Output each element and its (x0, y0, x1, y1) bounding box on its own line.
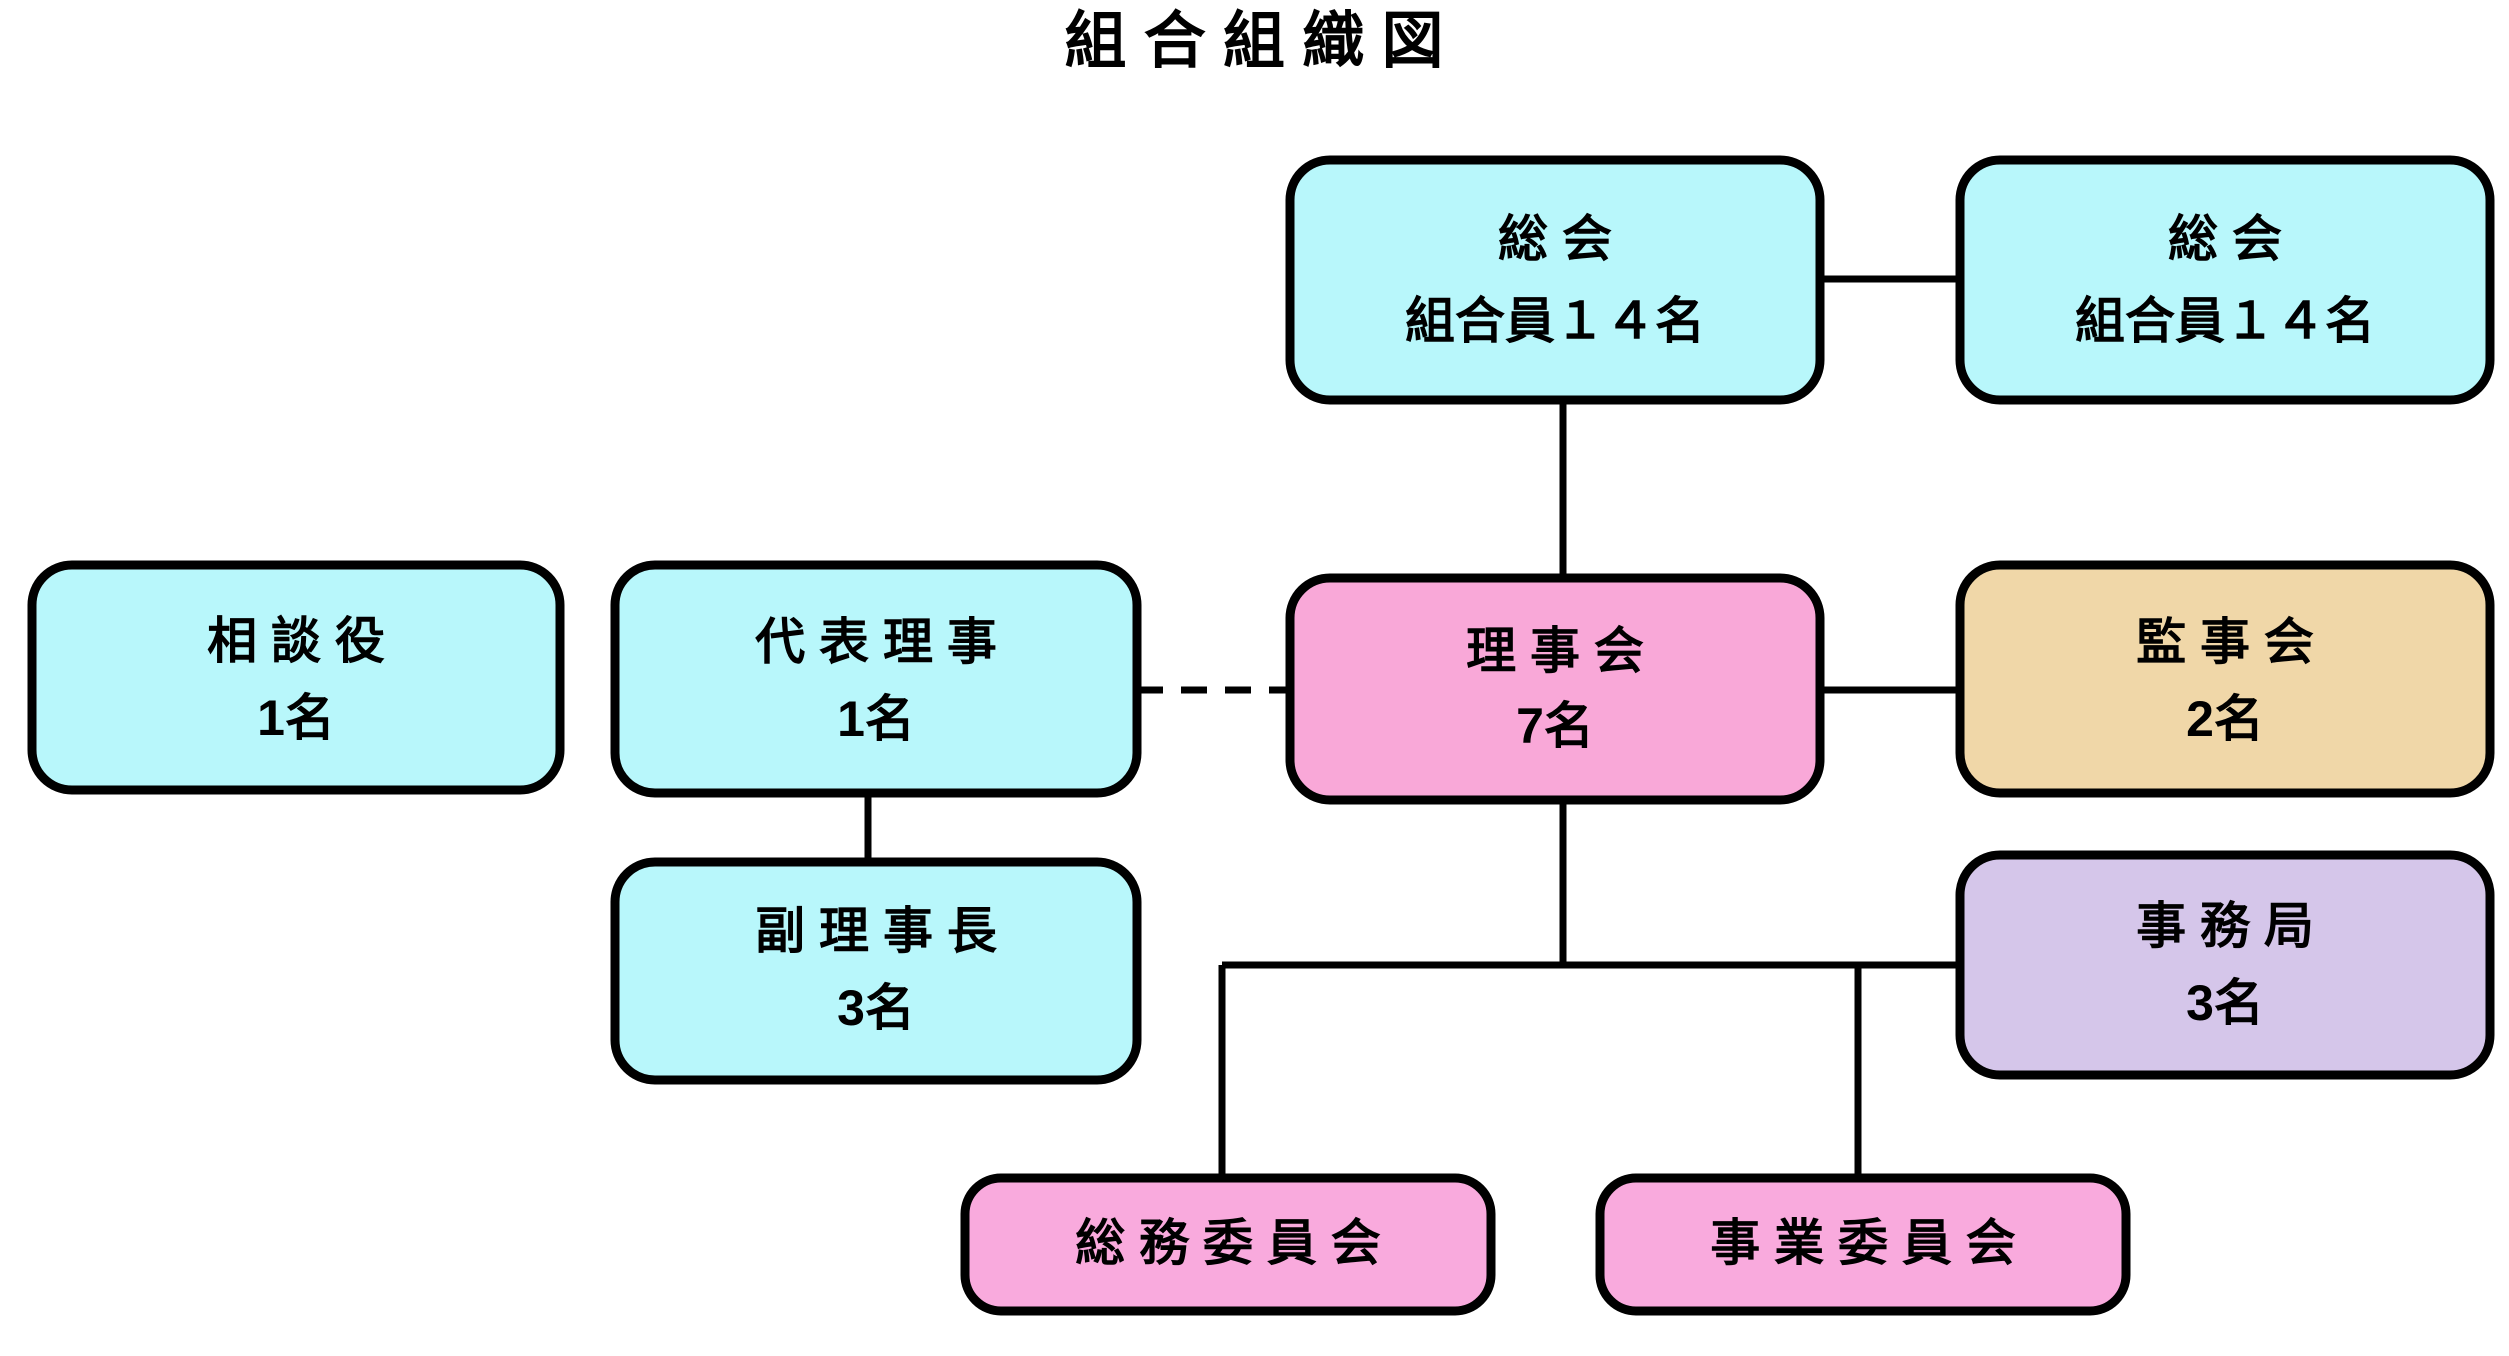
node-sokai-left-line2: 組合員１４名 (1405, 293, 1705, 349)
node-jigyo-iinkai-label: 事 業 委 員 会 (1710, 1215, 2016, 1271)
node-jigyo-iinkai[interactable]: 事 業 委 員 会 (1595, 1173, 2131, 1316)
node-sokai-left[interactable]: 総 会 組合員１４名 (1285, 155, 1825, 405)
node-kanjikai-line1: 監 事 会 (2136, 614, 2314, 670)
node-fuku-rijicho[interactable]: 副 理 事 長 3名 (610, 857, 1142, 1085)
node-kanjikai-shape (1955, 560, 2495, 798)
node-sodanyaku-line1: 相 談 役 (207, 613, 385, 669)
node-kanjikai-line2: 2名 (2186, 691, 2264, 747)
node-rijikai-line2: 7名 (1516, 698, 1594, 754)
node-sodanyaku-shape (27, 560, 565, 795)
node-daihyo-riji[interactable]: 代 表 理 事 1名 (610, 560, 1142, 798)
node-somu-iinkai[interactable]: 総 務 委 員 会 (960, 1173, 1496, 1316)
node-sokai-right-line1: 総 会 (2168, 211, 2282, 267)
node-daihyo-riji-line1: 代 表 理 事 (754, 614, 997, 670)
node-sodanyaku-line2: 1名 (257, 690, 335, 746)
node-somu-iinkai-label: 総 務 委 員 会 (1075, 1215, 1381, 1271)
node-jimukyoku-line2: 3名 (2186, 975, 2264, 1031)
node-jimukyoku[interactable]: 事 務 局 3名 (1955, 850, 2495, 1080)
node-kanjikai[interactable]: 監 事 会 2名 (1955, 560, 2495, 798)
node-sokai-left-line1: 総 会 (1498, 211, 1612, 267)
node-daihyo-riji-line2: 1名 (837, 691, 915, 747)
node-jimukyoku-line1: 事 務 局 (2136, 898, 2314, 954)
node-sokai-right[interactable]: 総 会 組合員１４名 (1955, 155, 2495, 405)
node-daihyo-riji-shape (610, 560, 1142, 798)
node-jigyo-iinkai-shape (1595, 1173, 2131, 1316)
node-sodanyaku[interactable]: 相 談 役 1名 (27, 560, 565, 795)
node-somu-iinkai-shape (960, 1173, 1496, 1316)
node-sokai-right-line2: 組合員１４名 (2075, 293, 2375, 349)
connector-layer: 理事会 left edge --> (864, 275, 1962, 1178)
page-title: 組 合 組 織 図 (1065, 7, 1444, 76)
node-fuku-rijicho-line2: 3名 (837, 980, 915, 1036)
node-sokai-right-shape (1955, 155, 2495, 405)
node-fuku-rijicho-shape (610, 857, 1142, 1085)
node-jimukyoku-shape (1955, 850, 2495, 1080)
node-sokai-left-shape (1285, 155, 1825, 405)
node-rijikai[interactable]: 理 事 会 7名 (1285, 573, 1825, 805)
node-rijikai-line1: 理 事 会 (1466, 623, 1644, 679)
node-rijikai-shape (1285, 573, 1825, 805)
node-fuku-rijicho-line1: 副 理 事 長 (755, 903, 998, 959)
